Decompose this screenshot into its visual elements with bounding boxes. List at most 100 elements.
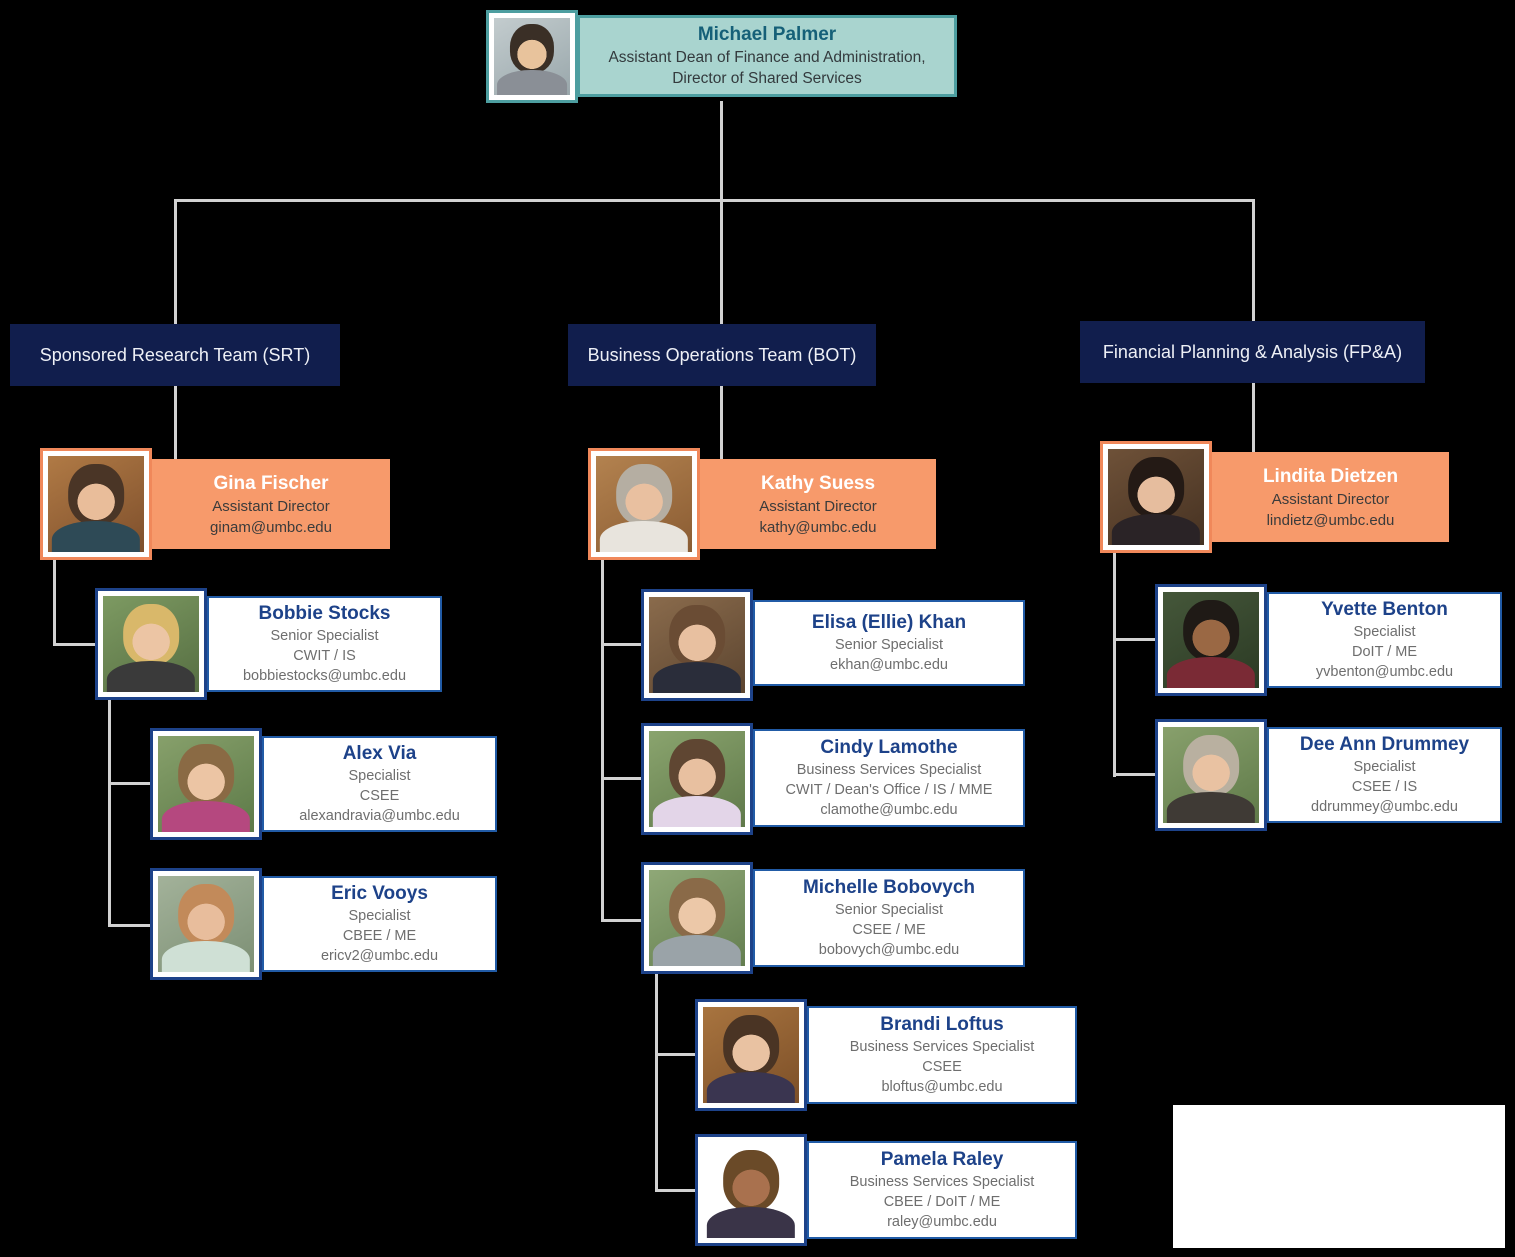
portrait-image <box>649 597 745 693</box>
person-email: bobovych@umbc.edu <box>818 942 960 958</box>
connector-line <box>720 101 723 202</box>
person-name: Michael Palmer <box>697 24 837 45</box>
person-role: Senior Specialist <box>835 637 943 653</box>
person-email: lindietz@umbc.edu <box>1266 511 1395 529</box>
person-title-line1: Assistant Dean of Finance and Administra… <box>608 49 926 66</box>
person-name: Michelle Bobovych <box>802 877 976 898</box>
portrait-image <box>1163 592 1259 688</box>
person-dept: CSEE <box>359 788 400 804</box>
person-name: Brandi Loftus <box>880 1014 1004 1035</box>
person-role: Specialist <box>348 768 411 784</box>
photo-bobbie-stocks <box>95 588 207 700</box>
portrait-image <box>494 18 570 95</box>
photo-cindy-lamothe <box>641 723 753 835</box>
person-name: Pamela Raley <box>880 1149 1004 1170</box>
card-michelle-bobovych: Michelle Bobovych Senior Specialist CSEE… <box>753 869 1025 967</box>
connector-line <box>174 199 1255 202</box>
connector-line <box>1113 549 1116 777</box>
team-header-srt: Sponsored Research Team (SRT) <box>10 324 340 386</box>
photo-lindita-dietzen <box>1100 441 1212 553</box>
connector-line <box>655 1189 699 1192</box>
person-email: bobbiestocks@umbc.edu <box>242 668 407 684</box>
team-header-fpa: Financial Planning & Analysis (FP&A) <box>1080 321 1425 383</box>
person-dept: CWIT / IS <box>293 648 356 664</box>
blank-white-panel <box>1173 1105 1505 1248</box>
person-role: Business Services Specialist <box>849 1039 1035 1055</box>
connector-line <box>655 972 658 1192</box>
person-email: bloftus@umbc.edu <box>881 1079 1003 1095</box>
card-gina-fischer: Gina Fischer Assistant Director ginam@um… <box>152 459 390 549</box>
portrait-image <box>1108 449 1204 545</box>
portrait-image <box>596 456 692 552</box>
person-dept: CBEE / DoIT / ME <box>883 1194 1001 1210</box>
person-role: Specialist <box>348 908 411 924</box>
portrait-image <box>158 736 254 832</box>
photo-elisa-khan <box>641 589 753 701</box>
person-email: clamothe@umbc.edu <box>820 802 958 818</box>
card-kathy-suess: Kathy Suess Assistant Director kathy@umb… <box>700 459 936 549</box>
photo-yvette-benton <box>1155 584 1267 696</box>
person-email: ddrummey@umbc.edu <box>1311 799 1458 815</box>
photo-alex-via <box>150 728 262 840</box>
person-dept: CSEE / ME <box>852 922 926 938</box>
portrait-image <box>649 731 745 827</box>
photo-pamela-raley <box>695 1134 807 1246</box>
connector-line <box>1113 773 1159 776</box>
connector-line <box>108 782 154 785</box>
person-email: ekhan@umbc.edu <box>830 657 948 673</box>
team-header-bot: Business Operations Team (BOT) <box>568 324 876 386</box>
card-lindita-dietzen: Lindita Dietzen Assistant Director lindi… <box>1212 452 1449 542</box>
person-role: Business Services Specialist <box>849 1174 1035 1190</box>
person-role: Assistant Director <box>212 497 330 515</box>
person-role: Business Services Specialist <box>796 762 982 778</box>
person-name: Eric Vooys <box>331 883 428 904</box>
connector-line <box>601 777 645 780</box>
card-elisa-khan: Elisa (Ellie) Khan Senior Specialist ekh… <box>753 600 1025 686</box>
person-role: Assistant Director <box>759 497 877 515</box>
connector-line <box>601 919 645 922</box>
person-role: Senior Specialist <box>270 628 379 644</box>
card-cindy-lamothe: Cindy Lamothe Business Services Speciali… <box>753 729 1025 827</box>
person-email: yvbenton@umbc.edu <box>1315 664 1454 680</box>
photo-dee-ann-drummey <box>1155 719 1267 831</box>
photo-gina-fischer <box>40 448 152 560</box>
portrait-image <box>103 596 199 692</box>
connector-line <box>53 554 56 646</box>
photo-eric-vooys <box>150 868 262 980</box>
photo-kathy-suess <box>588 448 700 560</box>
person-dept: CBEE / ME <box>342 928 417 944</box>
connector-line <box>655 1053 699 1056</box>
person-name: Dee Ann Drummey <box>1299 734 1470 755</box>
person-title-line2: Director of Shared Services <box>672 70 862 87</box>
card-michael-palmer: Michael Palmer Assistant Dean of Finance… <box>577 15 957 97</box>
person-name: Yvette Benton <box>1321 599 1448 620</box>
card-alex-via: Alex Via Specialist CSEE alexandravia@um… <box>262 736 497 832</box>
person-email: ginam@umbc.edu <box>210 518 332 536</box>
card-pamela-raley: Pamela Raley Business Services Specialis… <box>807 1141 1077 1239</box>
person-email: alexandravia@umbc.edu <box>299 808 460 824</box>
person-role: Specialist <box>1353 759 1416 775</box>
person-name: Kathy Suess <box>760 472 876 494</box>
person-dept: CWIT / Dean's Office / IS / MME <box>785 782 993 798</box>
connector-line <box>53 643 99 646</box>
person-role: Specialist <box>1353 624 1416 640</box>
person-dept: CSEE / IS <box>1351 779 1418 795</box>
person-email: ericv2@umbc.edu <box>320 948 439 964</box>
connector-line <box>601 643 645 646</box>
card-brandi-loftus: Brandi Loftus Business Services Speciali… <box>807 1006 1077 1104</box>
card-bobbie-stocks: Bobbie Stocks Senior Specialist CWIT / I… <box>207 596 442 692</box>
person-role: Senior Specialist <box>835 902 943 918</box>
connector-line <box>601 554 604 922</box>
photo-michael-palmer <box>486 10 578 103</box>
photo-brandi-loftus <box>695 999 807 1111</box>
person-name: Gina Fischer <box>213 472 329 494</box>
person-dept: CSEE <box>922 1059 962 1075</box>
person-name: Alex Via <box>342 743 417 764</box>
portrait-image <box>649 870 745 966</box>
portrait-image <box>158 876 254 972</box>
portrait-image <box>703 1142 799 1238</box>
person-name: Bobbie Stocks <box>258 603 391 624</box>
person-email: kathy@umbc.edu <box>759 518 877 536</box>
card-dee-ann-drummey: Dee Ann Drummey Specialist CSEE / IS ddr… <box>1267 727 1502 823</box>
